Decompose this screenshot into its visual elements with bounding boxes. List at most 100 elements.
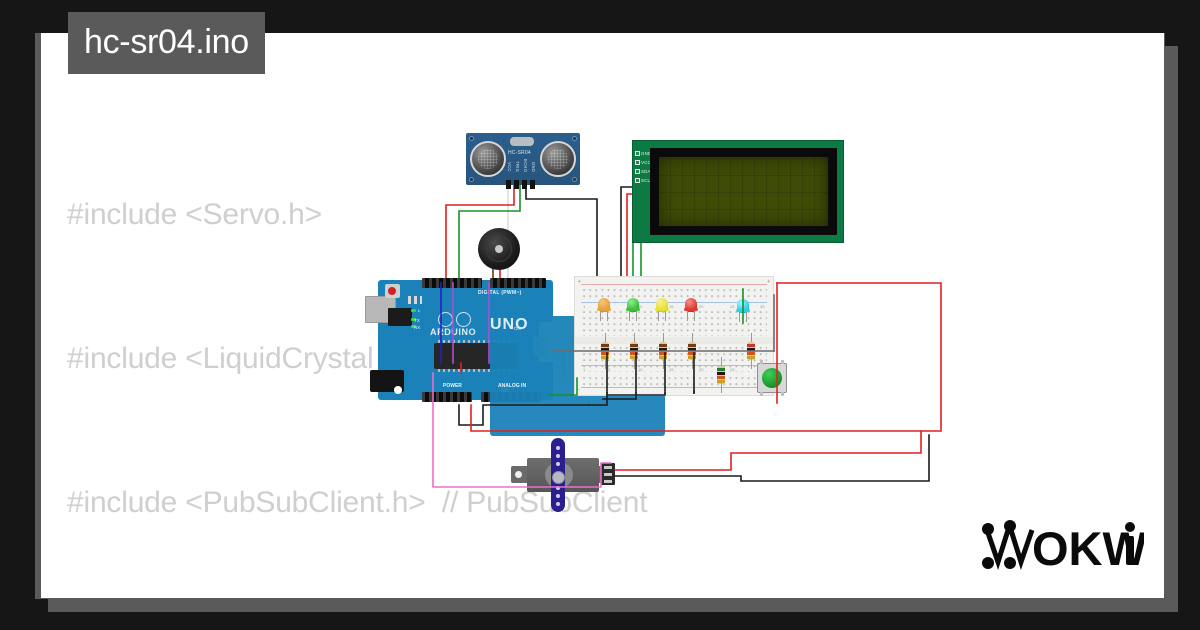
column-number: 25 bbox=[730, 367, 735, 372]
crystal-oscillator bbox=[510, 137, 534, 146]
resistor-band bbox=[688, 348, 696, 351]
resistor-body bbox=[688, 342, 696, 360]
column-number: 1 bbox=[583, 304, 586, 309]
power-header[interactable] bbox=[422, 392, 472, 402]
resistor-band bbox=[688, 352, 696, 355]
resistor[interactable] bbox=[688, 333, 696, 369]
resistor-band bbox=[717, 372, 725, 375]
analog-header-label: ANALOG IN bbox=[498, 383, 527, 389]
button-leg bbox=[760, 392, 763, 396]
servo-connector[interactable] bbox=[601, 463, 615, 485]
resistor-band bbox=[688, 344, 696, 347]
digital-header-low[interactable] bbox=[422, 278, 482, 288]
hc-sr04-pin-header[interactable] bbox=[506, 180, 535, 189]
indicator-label-rx: RX bbox=[414, 325, 421, 330]
pin-label-gnd: GND bbox=[531, 161, 536, 172]
led-legs bbox=[600, 311, 608, 321]
resistor[interactable] bbox=[747, 333, 755, 369]
resistor-body bbox=[659, 342, 667, 360]
breadboard-rail-holes-bottom[interactable] bbox=[581, 375, 767, 388]
pin-label-gnd: GND bbox=[641, 151, 652, 156]
servo-motor[interactable] bbox=[511, 438, 615, 512]
button-cap[interactable] bbox=[762, 368, 782, 388]
resistor-body bbox=[601, 342, 609, 360]
led-green[interactable] bbox=[626, 298, 640, 321]
resistor-lead bbox=[662, 359, 664, 369]
resistor-band bbox=[659, 348, 667, 351]
rail-plus-mark: + bbox=[578, 279, 581, 285]
resistor-band bbox=[747, 344, 755, 347]
ultrasonic-transmitter bbox=[470, 141, 506, 177]
resistor-band bbox=[747, 348, 755, 351]
resistor-lead bbox=[633, 359, 635, 369]
pin-label-vcc: VCC bbox=[507, 162, 512, 172]
logo-node-icon bbox=[982, 557, 994, 569]
led-orange[interactable] bbox=[597, 298, 611, 321]
resistor[interactable] bbox=[659, 333, 667, 369]
resistor-band bbox=[601, 352, 609, 355]
resistor[interactable] bbox=[630, 333, 638, 369]
resistor[interactable] bbox=[601, 333, 609, 369]
hc-sr04-ultrasonic-sensor[interactable]: HC-SR04 VCC TRIG ECHO GND bbox=[466, 133, 580, 189]
indicator-label-on: ON bbox=[514, 326, 521, 331]
logo-letter-i-stem bbox=[1126, 536, 1134, 565]
led-l bbox=[411, 309, 416, 312]
resistor-body bbox=[630, 342, 638, 360]
lcd-pad bbox=[635, 151, 640, 156]
buzzer[interactable] bbox=[478, 228, 520, 270]
pin-label-echo: ECHO bbox=[523, 158, 528, 172]
resistor-lead bbox=[750, 359, 752, 369]
board-marking-circle bbox=[438, 312, 453, 327]
indicator-label-tx: TX bbox=[414, 318, 420, 323]
digital-header-high[interactable] bbox=[490, 278, 546, 288]
resistor-band bbox=[630, 344, 638, 347]
rail-plus-mark: + bbox=[767, 279, 770, 285]
lcd-1602-i2c[interactable]: GND VCC SDA SCL bbox=[632, 140, 844, 243]
pin-label-trig: TRIG bbox=[515, 160, 520, 172]
button-leg bbox=[760, 360, 763, 364]
led-rx bbox=[411, 325, 416, 328]
file-title-badge: hc-sr04.ino bbox=[68, 12, 265, 74]
resistor[interactable] bbox=[717, 357, 725, 393]
indicator-label-l: L bbox=[418, 308, 421, 313]
servo-spline bbox=[552, 471, 565, 484]
led-red[interactable] bbox=[684, 298, 698, 321]
mounting-hole bbox=[572, 177, 577, 182]
column-number: 15 bbox=[669, 304, 674, 309]
hc-sr04-silkscreen-label: HC-SR04 bbox=[508, 150, 531, 156]
lcd-screen bbox=[659, 157, 828, 226]
arduino-brand-label: ARDUINO bbox=[430, 327, 477, 337]
pushbutton-green[interactable] bbox=[757, 360, 787, 396]
lcd-pad bbox=[635, 178, 640, 183]
power-header-label: POWER bbox=[443, 383, 462, 389]
resistor-band bbox=[659, 344, 667, 347]
resistor-body bbox=[747, 342, 755, 360]
column-number: 10 bbox=[638, 367, 643, 372]
mounting-hole bbox=[572, 136, 577, 141]
reset-button[interactable] bbox=[385, 284, 400, 298]
led-cyan[interactable] bbox=[736, 299, 750, 322]
resistor-lead bbox=[691, 359, 693, 369]
resistor-lead bbox=[720, 383, 722, 393]
buzzer-ring bbox=[486, 236, 512, 262]
arduino-uno-board[interactable]: ARDUINO UNO DIGITAL (PWM~) POWER ANALOG … bbox=[365, 278, 665, 436]
lcd-pad bbox=[635, 160, 640, 165]
resistor-band bbox=[601, 348, 609, 351]
lcd-bezel bbox=[650, 148, 837, 235]
led-legs bbox=[658, 311, 666, 321]
lcd-pad bbox=[635, 169, 640, 174]
ultrasonic-receiver bbox=[540, 141, 576, 177]
led-yellow[interactable] bbox=[655, 298, 669, 321]
mounting-hole bbox=[469, 136, 474, 141]
pin-label-vcc: VCC bbox=[641, 160, 651, 165]
lcd-pin-header[interactable]: GND VCC SDA SCL bbox=[635, 149, 651, 185]
led-tx bbox=[411, 318, 416, 321]
mounting-hole bbox=[394, 386, 402, 394]
board-marking-circle bbox=[456, 312, 471, 327]
column-number: 30 bbox=[760, 304, 765, 309]
resistor-band bbox=[747, 352, 755, 355]
rail-minus-mark: - bbox=[578, 387, 580, 393]
pin-label-sda: SDA bbox=[641, 169, 651, 174]
led-legs bbox=[687, 311, 695, 321]
